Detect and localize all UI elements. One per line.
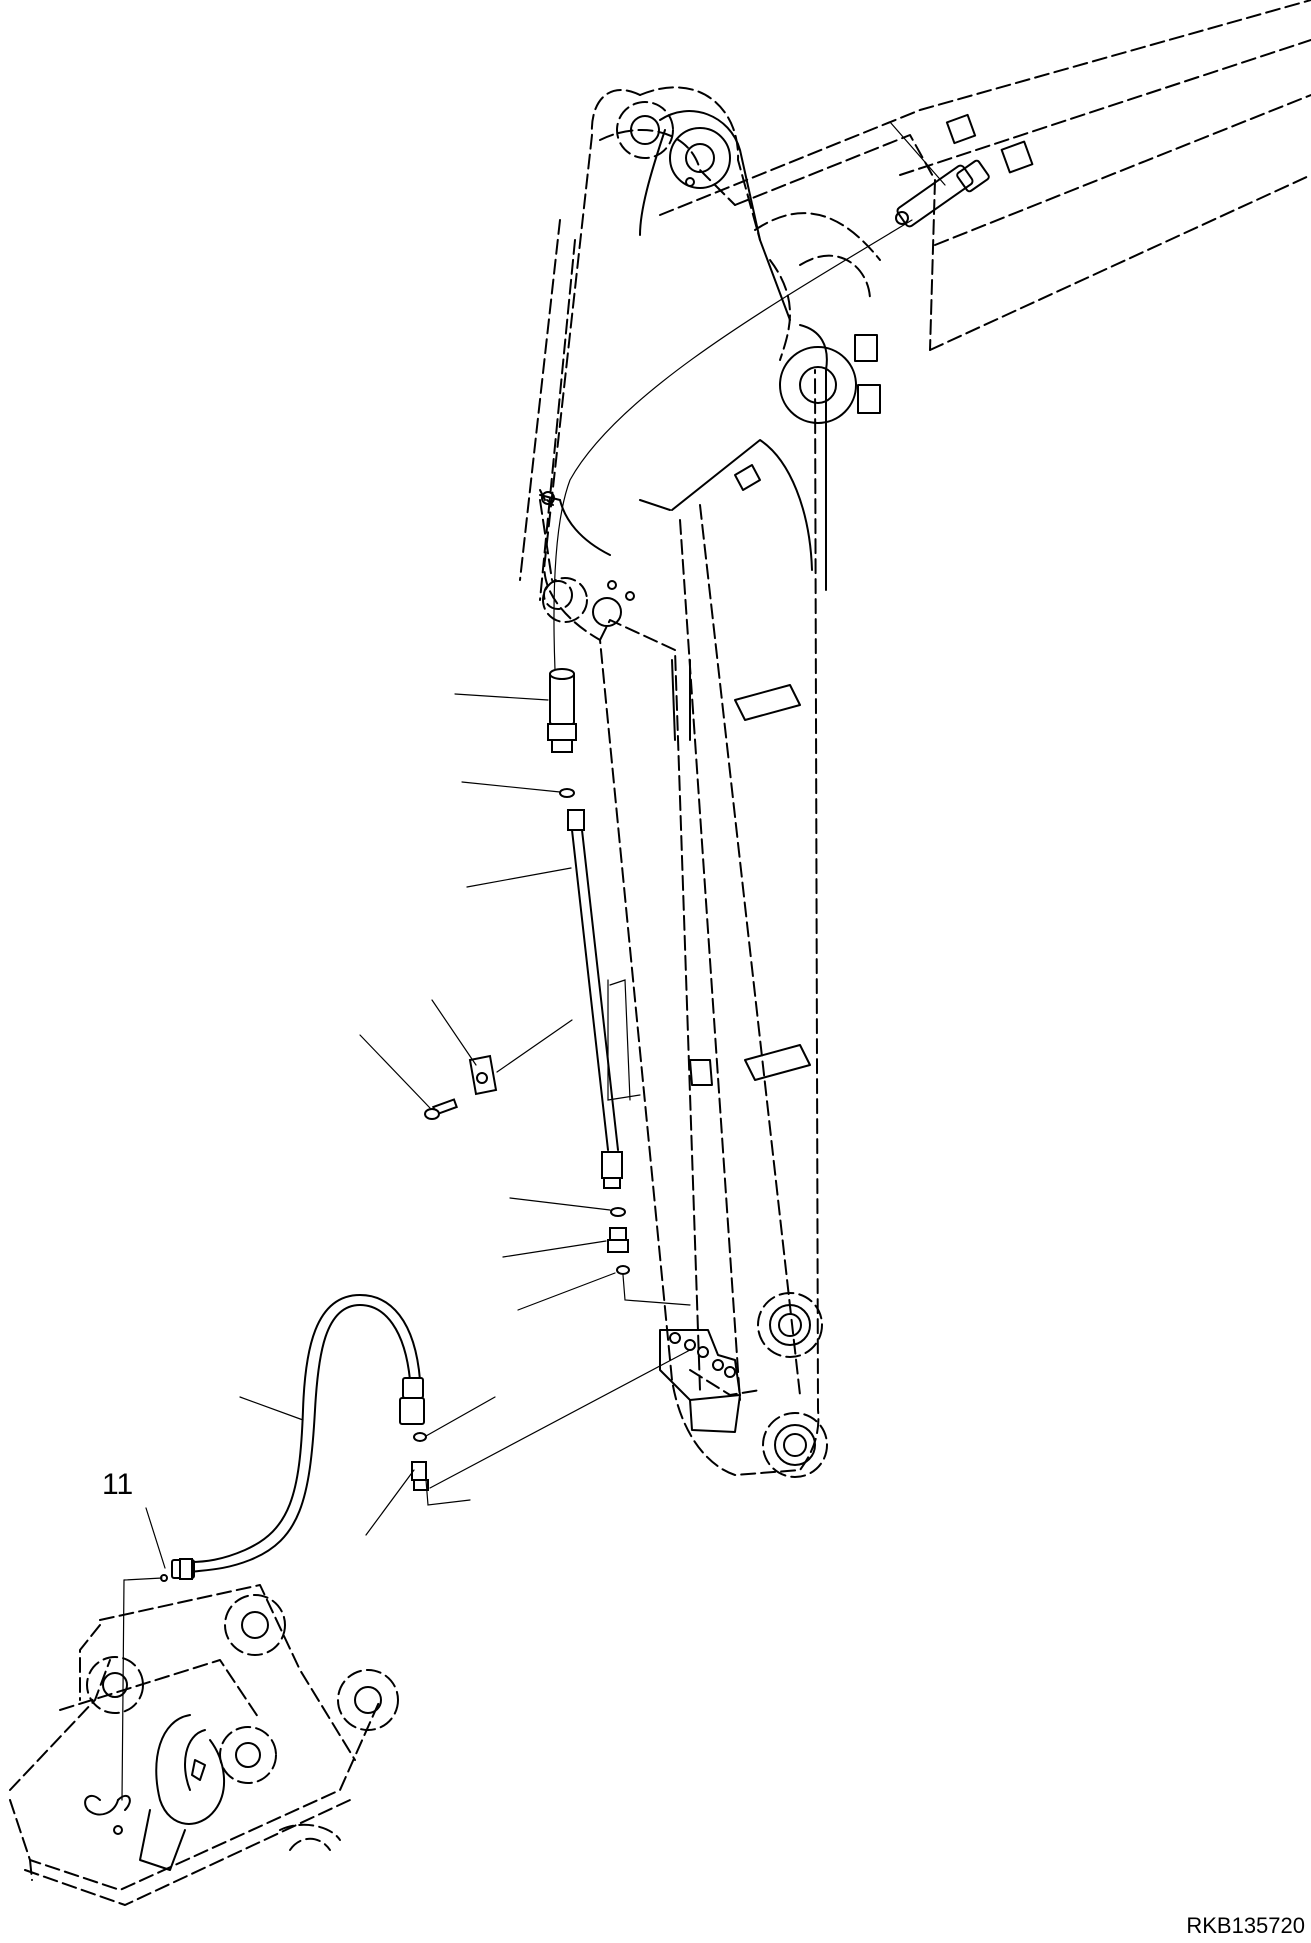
flex-hose [171,1294,496,1580]
drawing-code: RKB135720 [1186,1913,1305,1938]
mounting-block [429,1329,741,1489]
quick-coupler [9,1507,399,1906]
tube-assembly [454,668,691,1311]
arm-outline [519,86,881,1478]
boom-outline [599,0,1311,351]
callout-number-11: 11 [102,1468,134,1501]
top-hose [553,121,990,671]
clamp-and-bolt [359,999,573,1120]
